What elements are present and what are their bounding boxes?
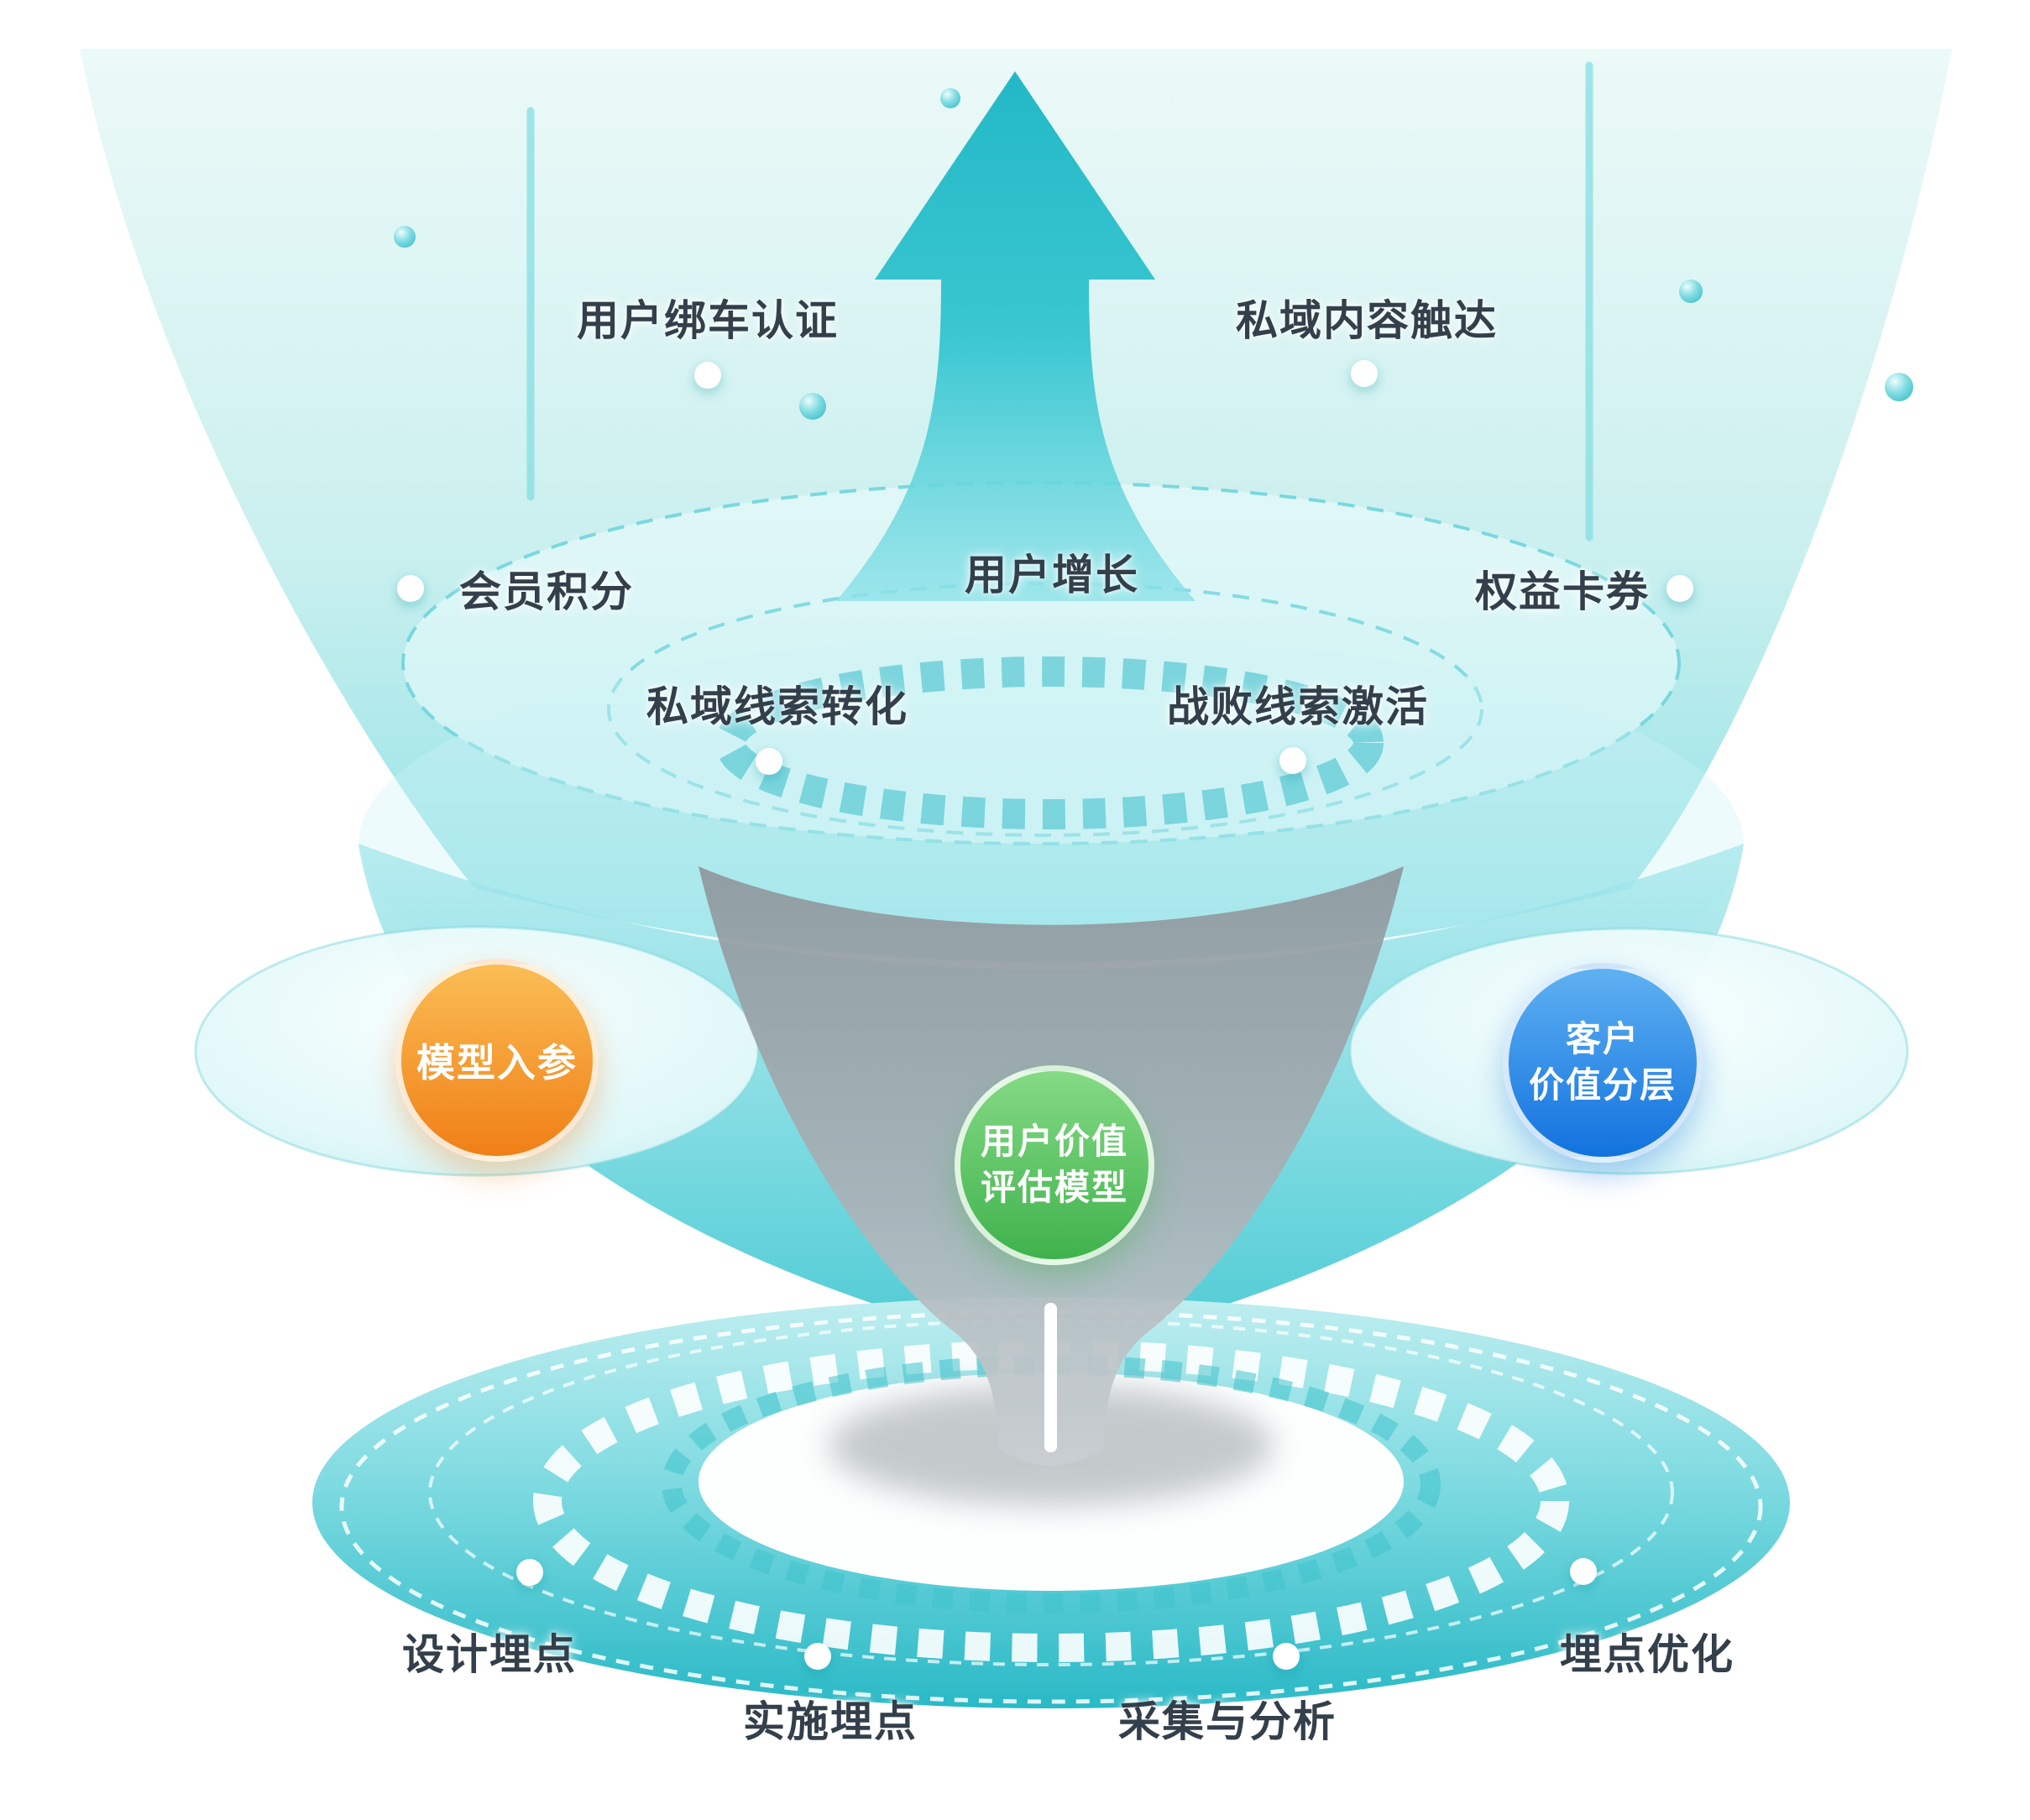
label-user-growth: 用户增长 xyxy=(965,552,1139,599)
node-user-value-model: 用户价值 评估模型 xyxy=(955,1065,1154,1265)
marker-dot xyxy=(1570,1558,1597,1585)
label-benefit-cards: 权益卡券 xyxy=(1475,568,1650,615)
marker-dot xyxy=(1279,747,1306,774)
bubble-icon xyxy=(799,393,826,420)
bubble-icon xyxy=(1679,280,1703,303)
top-platform xyxy=(401,481,1681,845)
node-customer-value-tiers-line2: 价值分层 xyxy=(1528,1065,1677,1105)
label-lost-lead-activation: 战败线索激活 xyxy=(1167,683,1429,730)
dashed-outline-inner xyxy=(428,1319,1674,1666)
node-model-input-label: 模型入参 xyxy=(416,1041,578,1085)
vertical-lines xyxy=(526,61,1593,541)
label-user-car-binding: 用户绑车认证 xyxy=(577,297,839,344)
marker-dot xyxy=(756,748,782,775)
marker-dot xyxy=(804,1643,831,1670)
node-customer-value-tiers-line1: 客户 xyxy=(1565,1019,1640,1059)
node-customer-value-tiers: 客户 价值分层 xyxy=(1503,963,1703,1163)
label-private-lead-conversion: 私域线索转化 xyxy=(646,683,908,730)
label-design-tracking: 设计埋点 xyxy=(402,1631,577,1678)
marker-dot xyxy=(516,1559,543,1586)
marker-dot xyxy=(1273,1643,1300,1670)
label-collect-and-analyze: 采集与分析 xyxy=(1118,1698,1337,1745)
dashed-outline-outer xyxy=(339,1310,1763,1704)
growth-arrow-shape xyxy=(836,71,1196,601)
tick-ring-upper xyxy=(715,656,1384,829)
marker-dots xyxy=(397,360,1693,1670)
bubble-icon xyxy=(940,88,960,108)
label-implement-tracking: 实施埋点 xyxy=(743,1698,918,1745)
label-member-points: 会员积分 xyxy=(459,568,634,615)
dashed-ellipse-inner xyxy=(607,582,1483,837)
growth-arrow-icon xyxy=(836,71,1196,601)
bubbles xyxy=(394,88,1913,420)
stem-seam-line xyxy=(1044,1303,1057,1452)
node-model-input: 模型入参 xyxy=(395,959,599,1162)
node-user-value-model-line1: 用户价值 xyxy=(980,1122,1128,1162)
marker-dot xyxy=(694,362,721,389)
label-private-domain-content: 私域内容触达 xyxy=(1236,297,1498,344)
marker-dot xyxy=(1666,575,1693,602)
bubble-icon xyxy=(394,226,416,248)
label-tracking-optimization: 埋点优化 xyxy=(1560,1631,1734,1678)
marker-dot xyxy=(1351,360,1378,387)
dashed-ellipse-outer xyxy=(401,481,1681,845)
bubble-icon xyxy=(1885,373,1913,401)
marker-dot xyxy=(397,575,424,602)
node-user-value-model-line2: 评估模型 xyxy=(980,1168,1128,1207)
